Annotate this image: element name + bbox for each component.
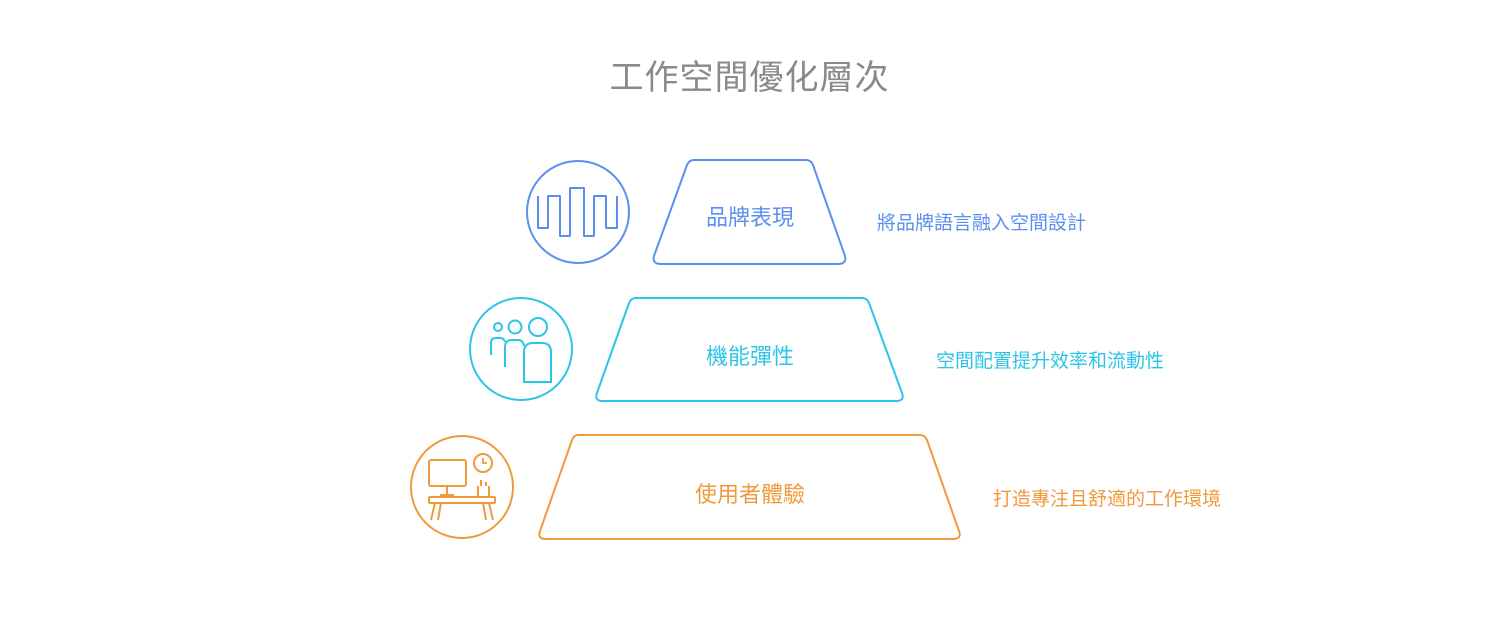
page-title: 工作空間優化層次 (609, 58, 890, 98)
level-top-label: 品牌表現 (705, 206, 794, 231)
desk-workspace-icon (410, 435, 514, 539)
level-bottom-label: 使用者體驗 (694, 483, 805, 508)
level-top-trapezoid[interactable] (652, 159, 847, 265)
people-group-icon (469, 297, 573, 401)
level-middle-trapezoid[interactable] (595, 297, 904, 402)
waveform-icon (526, 160, 630, 264)
level-bottom-description: 打造專注且舒適的工作環境 (993, 488, 1222, 510)
level-middle-label: 機能彈性 (705, 345, 794, 370)
level-top-description: 將品牌語言融入空間設計 (877, 212, 1087, 234)
level-middle-description: 空間配置提升效率和流動性 (936, 350, 1165, 372)
level-bottom-trapezoid[interactable] (538, 434, 961, 540)
